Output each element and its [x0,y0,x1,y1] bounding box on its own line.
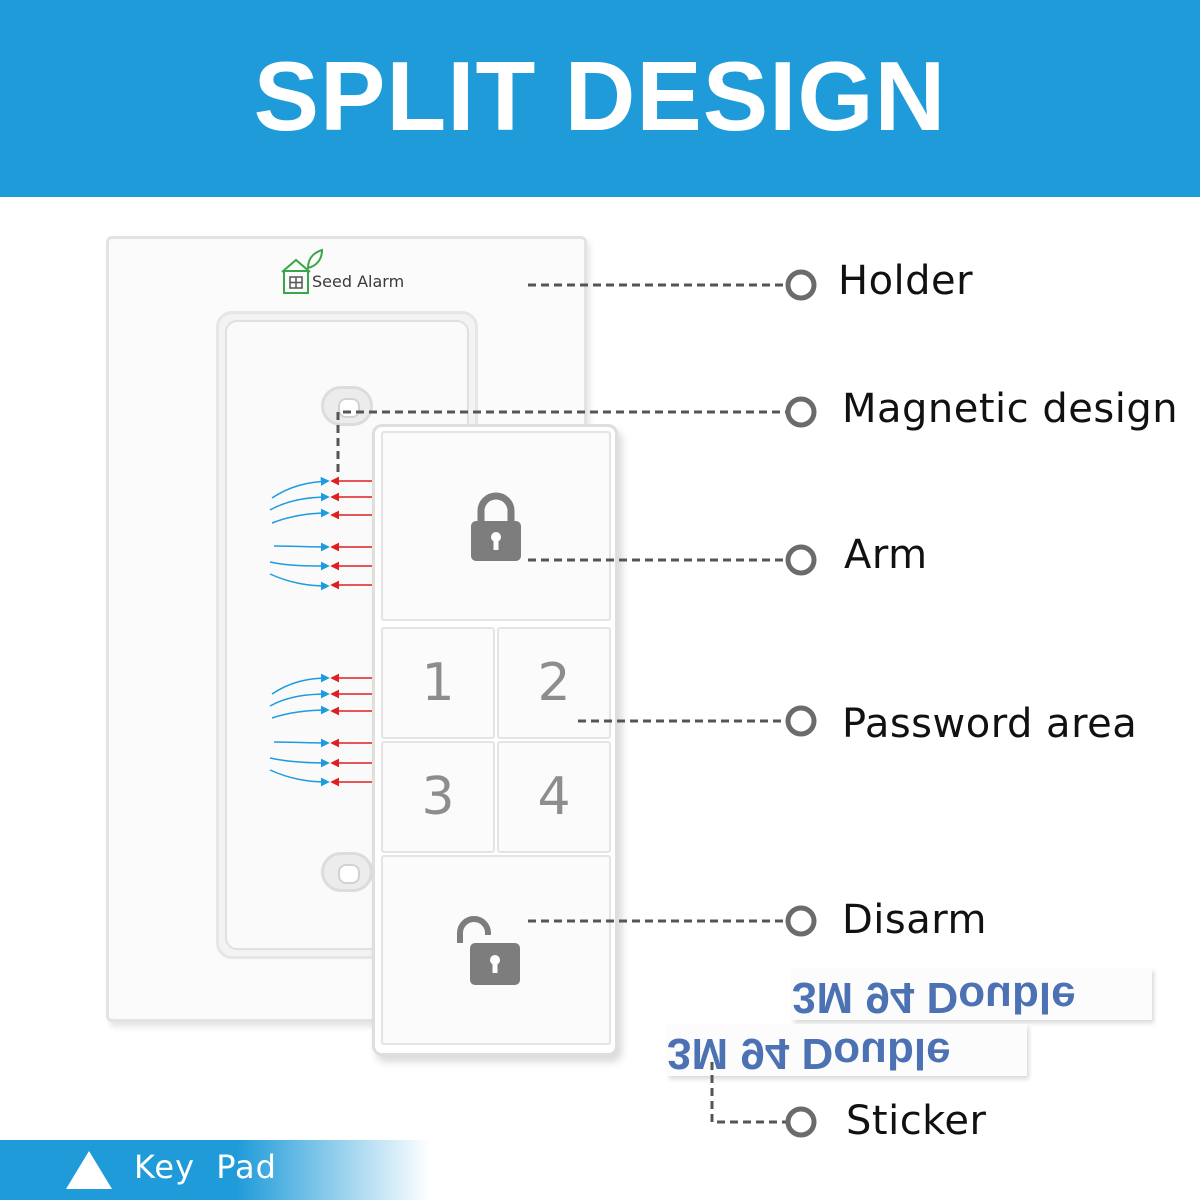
magnetic-marker [785,396,817,428]
key-4[interactable]: 4 [497,741,611,853]
lock-icon [471,492,521,561]
disarm-button[interactable] [381,855,611,1045]
arm-button[interactable] [381,431,611,621]
title-banner: SPLIT DESIGN [0,0,1200,197]
adhesive-sticker-top: 3M 94 Double [792,968,1152,1020]
key-2[interactable]: 2 [497,627,611,739]
top-mount-slot [321,386,373,426]
footer-label: Key Pad [134,1148,277,1186]
footer-bar [0,1140,430,1200]
holder-marker [785,269,817,301]
disarm-marker [785,905,817,937]
password-area-label: Password area [842,701,1138,747]
adhesive-sticker-bottom: 3M 94 Double [667,1024,1027,1076]
key-3[interactable]: 3 [381,741,495,853]
unlock-icon [457,916,520,985]
triangle-icon [66,1151,112,1189]
sticker-marker [785,1106,817,1138]
arm-marker [785,544,817,576]
brand-name: Seed Alarm [312,272,405,291]
bottom-mount-slot [321,852,373,892]
holder-label: Holder [838,258,974,304]
sticker-label: Sticker [846,1098,987,1144]
page-title: SPLIT DESIGN [253,41,947,151]
password-marker [785,705,817,737]
magnetic-design-label: Magnetic design [842,386,1179,432]
arm-label: Arm [844,532,928,578]
disarm-label: Disarm [842,897,987,943]
keypad: 1 2 3 4 [372,424,618,1056]
key-1[interactable]: 1 [381,627,495,739]
seed-alarm-logo [281,248,324,294]
